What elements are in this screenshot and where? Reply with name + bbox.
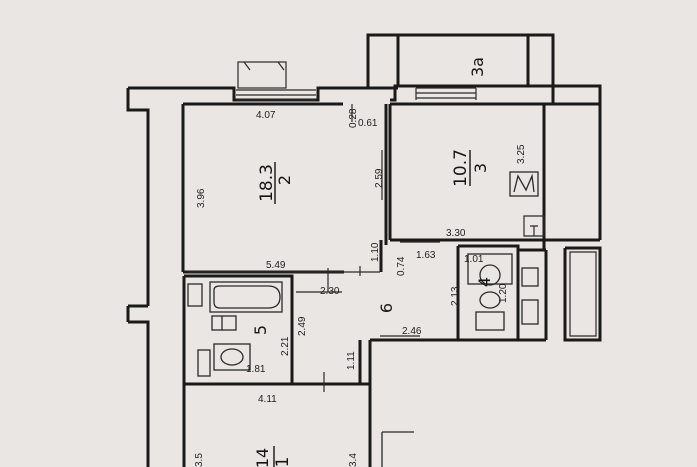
dim-2-30: 2.30	[320, 286, 340, 297]
room-5-label: 5	[251, 325, 270, 335]
dim-0-74: 0.74	[396, 256, 407, 276]
dim-0-28: 0.28	[348, 108, 359, 128]
dimension-labels: 4.07 0.28 0.61 2.59 3.96 3.25 3.30 5.49 …	[194, 108, 527, 467]
interior-walls	[181, 102, 602, 467]
dim-4-07: 4.07	[256, 110, 276, 121]
dim-3-5: 3.5	[194, 453, 205, 467]
room-3a-label: 3а	[468, 57, 487, 77]
dim-2-13: 2.13	[450, 286, 461, 306]
dimension-lines	[188, 104, 545, 392]
dim-3-4: 3.4	[348, 453, 359, 467]
dim-1-10: 1.10	[370, 242, 381, 262]
dim-4-11: 4.11	[258, 394, 277, 405]
svg-text:14: 14	[253, 448, 272, 467]
dim-2-21: 2.21	[280, 336, 291, 356]
exterior-walls	[126, 33, 602, 467]
dim-3-30: 3.30	[446, 228, 466, 239]
dim-1-63: 1.63	[416, 250, 436, 261]
room-14-label: 14 1	[253, 446, 293, 467]
stove-symbol	[509, 171, 539, 197]
svg-text:10.7: 10.7	[451, 149, 471, 187]
room-4-label: 4	[475, 277, 494, 287]
room-2-label: 2 18.3	[257, 162, 294, 204]
dim-2-49: 2.49	[297, 316, 308, 336]
windows	[236, 61, 477, 101]
dim-0-61: 0.61	[358, 118, 378, 129]
door-room14	[381, 431, 414, 467]
dim-3-25: 3.25	[516, 144, 527, 164]
dim-1-20: 1.20	[498, 283, 509, 303]
dim-1-81: 1.81	[246, 364, 266, 375]
dim-1-11: 1.11	[346, 351, 357, 370]
dim-1-01: 1.01	[464, 254, 484, 265]
window-box-living	[237, 61, 287, 89]
svg-text:2: 2	[275, 175, 294, 185]
dim-2-59: 2.59	[374, 168, 385, 188]
toilet-room4	[467, 253, 539, 331]
svg-text:3: 3	[471, 163, 490, 173]
dim-3-96: 3.96	[196, 188, 207, 208]
svg-text:1: 1	[273, 457, 293, 467]
toilet-room5	[197, 343, 251, 377]
dim-2-46: 2.46	[402, 326, 422, 337]
room-3-label: 3 10.7	[451, 149, 490, 187]
sink-room5	[187, 283, 237, 331]
dim-5-49: 5.49	[266, 260, 286, 271]
room-6-label: 6	[377, 303, 396, 313]
bathtub	[209, 281, 283, 313]
svg-text:18.3: 18.3	[257, 164, 277, 202]
